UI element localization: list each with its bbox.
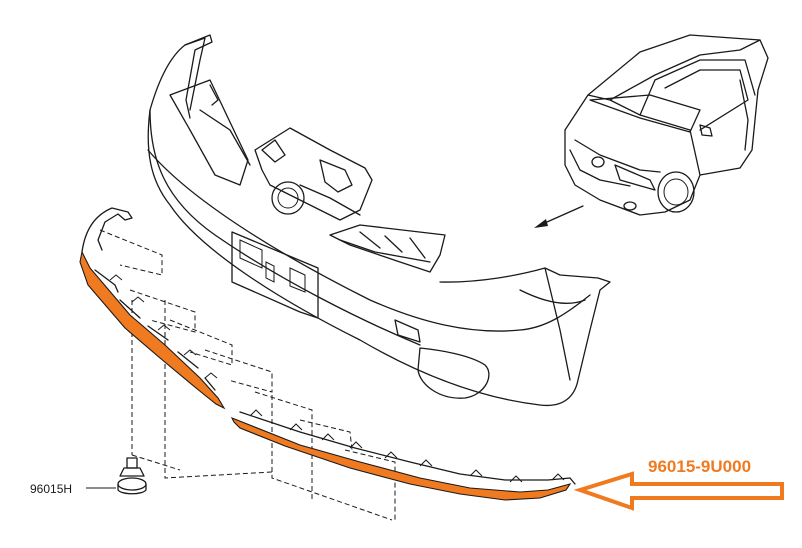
clip-96015h xyxy=(86,457,147,495)
vehicle-thumbnail xyxy=(564,34,769,216)
callout-arrow xyxy=(573,471,784,511)
highlighted-spoiler xyxy=(79,207,576,501)
direction-arrow xyxy=(534,205,584,228)
front-bumper xyxy=(147,34,611,407)
highlighted-part-number: 96015-9U000 xyxy=(648,457,751,476)
clip-part-label: 96015H xyxy=(30,482,72,496)
